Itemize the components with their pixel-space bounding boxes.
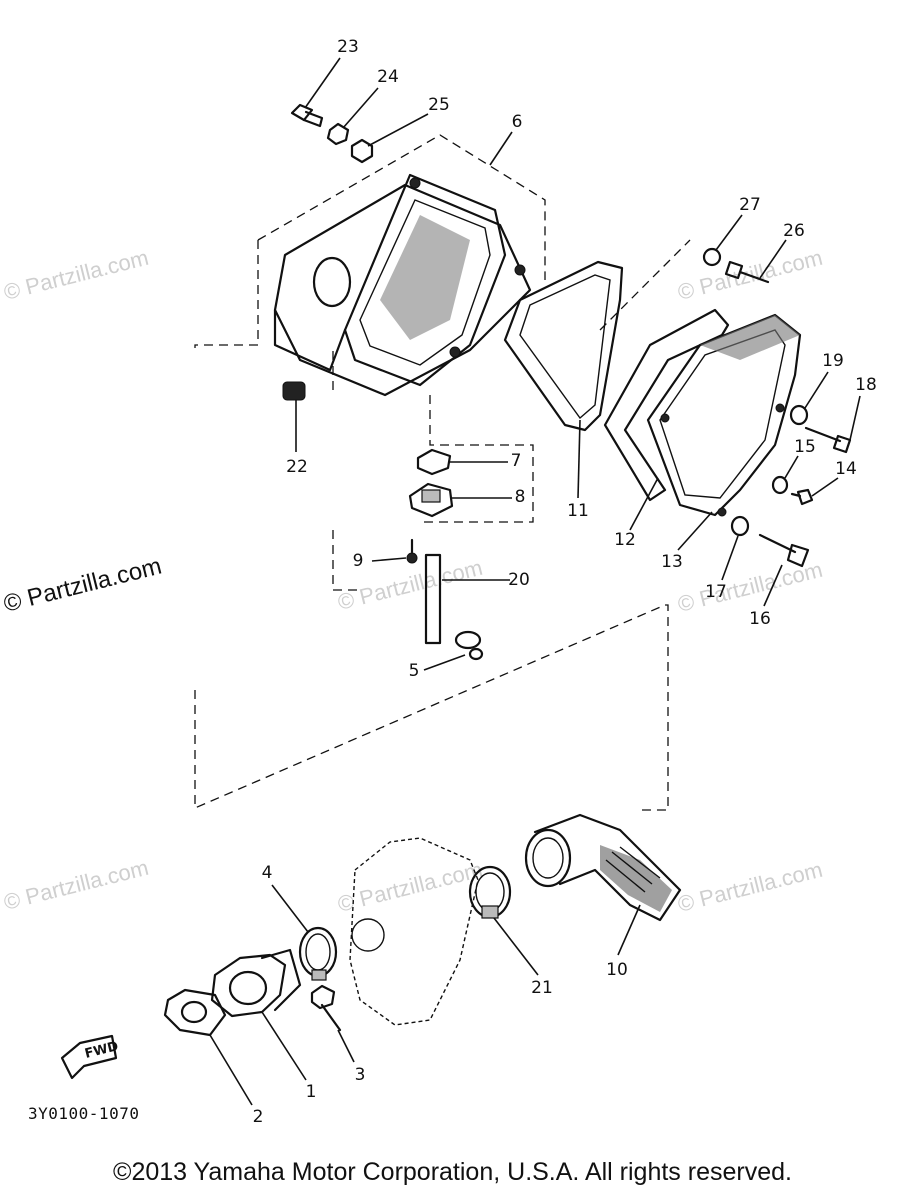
hose-clamp-4 xyxy=(298,926,338,981)
callout-22: 22 xyxy=(286,457,308,477)
forward-arrow-icon: FWD xyxy=(60,1034,120,1080)
callout-3: 3 xyxy=(355,1065,366,1085)
pad-7 xyxy=(416,448,452,476)
air-cleaner-case xyxy=(273,173,532,397)
screw-14 xyxy=(790,488,814,506)
joint-gasket xyxy=(163,988,227,1037)
hose-clamp-21 xyxy=(468,865,512,919)
callout-1: 1 xyxy=(306,1082,317,1102)
callout-7: 7 xyxy=(511,451,522,471)
nut-24 xyxy=(326,122,350,146)
nut-27 xyxy=(702,247,722,267)
callout-2: 2 xyxy=(253,1107,264,1127)
callout-15: 15 xyxy=(794,437,816,457)
nut-25 xyxy=(350,138,374,164)
callout-27: 27 xyxy=(739,195,761,215)
callout-8: 8 xyxy=(515,487,526,507)
carburetor-joint xyxy=(210,948,302,1018)
callout-25: 25 xyxy=(428,95,450,115)
holder-8 xyxy=(408,482,454,518)
callout-4: 4 xyxy=(262,863,273,883)
bolt-3 xyxy=(310,984,342,1032)
callout-6: 6 xyxy=(512,112,523,132)
callout-19: 19 xyxy=(822,351,844,371)
callout-16: 16 xyxy=(749,609,771,629)
callout-26: 26 xyxy=(783,221,805,241)
intake-hose-10 xyxy=(524,813,682,922)
callout-18: 18 xyxy=(855,375,877,395)
grommet-22 xyxy=(282,381,306,401)
callout-21: 21 xyxy=(531,978,553,998)
watermark-text: © Partzilla.com xyxy=(1,553,164,618)
screw-9 xyxy=(406,538,418,564)
callout-10: 10 xyxy=(606,960,628,980)
callout-5: 5 xyxy=(409,661,420,681)
washer-15 xyxy=(771,475,789,495)
screw-23 xyxy=(290,103,324,128)
callout-12: 12 xyxy=(614,530,636,550)
leader-lines xyxy=(209,57,861,1106)
callout-20: 20 xyxy=(508,570,530,590)
callout-23: 23 xyxy=(337,37,359,57)
diagram-code: 3Y0100-1070 xyxy=(28,1104,140,1123)
bolt-26 xyxy=(724,260,770,284)
air-cleaner-cover xyxy=(646,313,802,517)
bolt-16 xyxy=(758,533,810,568)
callout-17: 17 xyxy=(705,582,727,602)
watermark-text: © Partzilla.com xyxy=(1,855,151,915)
callout-13: 13 xyxy=(661,552,683,572)
clip-5 xyxy=(454,630,484,661)
copyright-notice: ©2013 Yamaha Motor Corporation, U.S.A. A… xyxy=(113,1158,792,1186)
callout-11: 11 xyxy=(567,501,589,521)
callout-24: 24 xyxy=(377,67,399,87)
engine-block-outline xyxy=(349,837,479,1026)
callout-9: 9 xyxy=(353,551,364,571)
callout-14: 14 xyxy=(835,459,857,479)
watermark-text: © Partzilla.com xyxy=(675,857,825,917)
watermark-text: © Partzilla.com xyxy=(1,245,151,305)
drain-hose-20 xyxy=(424,553,442,645)
bolt-18 xyxy=(804,426,852,454)
air-cleaner-element xyxy=(503,260,624,432)
cover-gasket xyxy=(603,308,730,502)
watermark-text: © Partzilla.com xyxy=(335,857,485,917)
washer-19 xyxy=(789,404,809,426)
washer-17 xyxy=(730,515,750,537)
